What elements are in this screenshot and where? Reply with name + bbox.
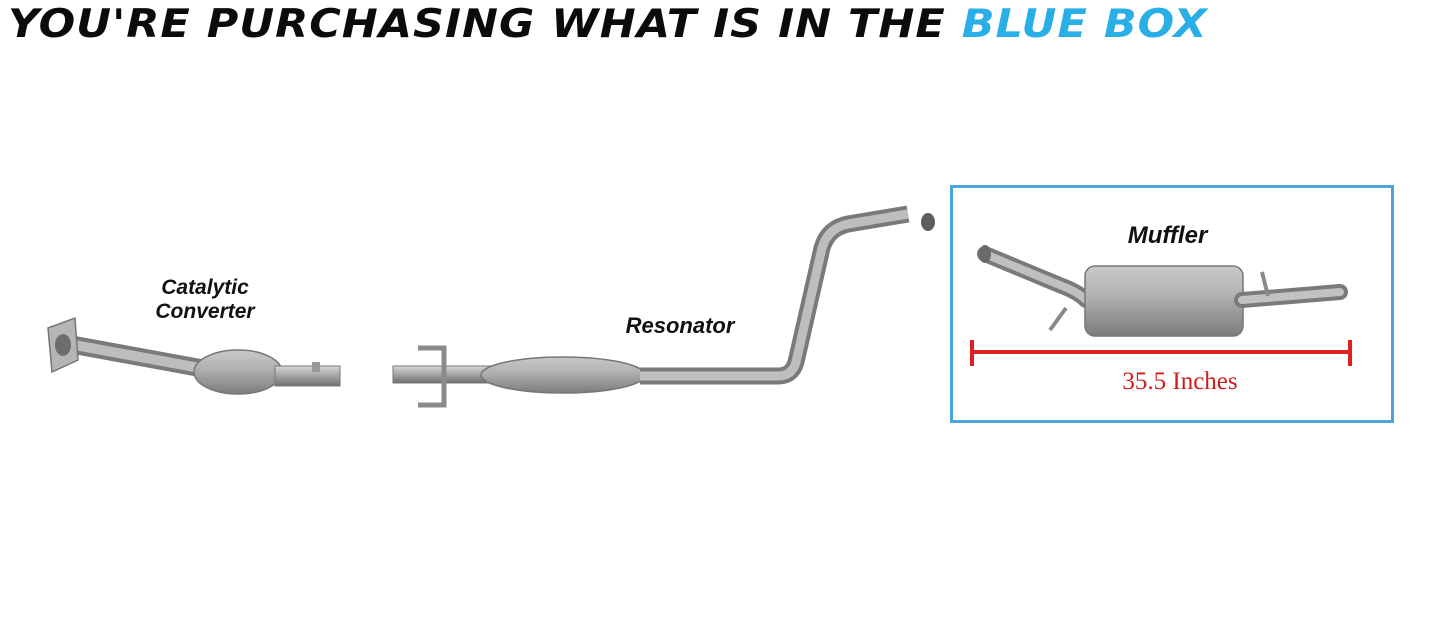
catalytic-label-line2: Converter [155,300,255,323]
inlet-flange [47,316,79,374]
headline-highlight: BLUE BOX [961,0,1208,47]
catalytic-converter [47,316,341,395]
muffler [977,245,1348,337]
dimension-line [970,340,1352,366]
resonator-assembly [392,205,935,408]
dimension-label: 35.5 Inches [1122,368,1238,395]
hanger-bracket [418,345,447,408]
headline: YOU'RE PURCHASING WHAT IS IN THE BLUE BO… [8,0,1438,48]
headline-main: YOU'RE PURCHASING WHAT IS IN THE [8,0,962,47]
resonator-label: Resonator [625,313,735,338]
muffler-label: Muffler [1127,222,1208,249]
catalytic-converter-label: Catalytic Converter [130,276,280,324]
catalytic-label-line1: Catalytic [161,276,249,299]
blue-box-frame [950,185,1394,423]
